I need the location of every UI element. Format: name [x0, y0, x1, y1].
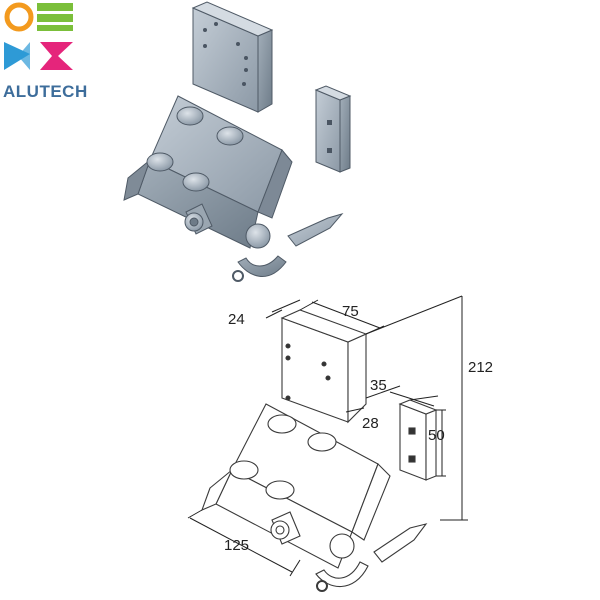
dimension-label-35: 35 — [370, 377, 387, 394]
bracket-line-drawing — [201, 309, 438, 592]
dimension-label-75: 75 — [342, 303, 359, 320]
dimension-label-212: 212 — [468, 359, 493, 376]
dimension-label-50: 50 — [428, 427, 445, 444]
dimension-label-28: 28 — [362, 415, 379, 432]
dimension-label-24: 24 — [228, 311, 245, 328]
alutech-logo-icon — [4, 2, 73, 70]
bracket-3d-render — [123, 1, 352, 282]
brand-name: ALUTECH — [3, 82, 88, 101]
dimension-lines — [187, 295, 468, 577]
dimension-label-125: 125 — [224, 537, 249, 554]
